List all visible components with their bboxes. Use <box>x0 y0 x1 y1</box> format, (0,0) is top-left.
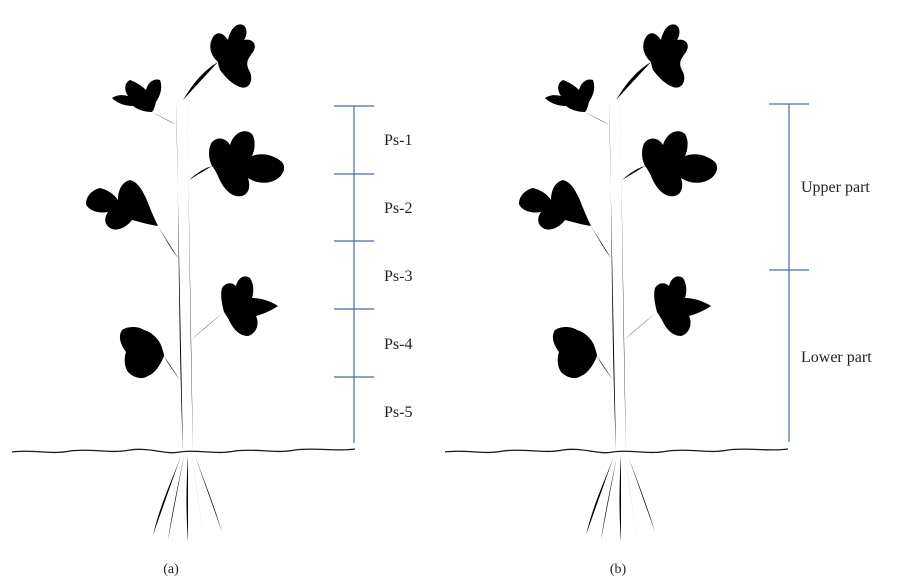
segment-label-lower-part: Lower part <box>801 349 872 366</box>
segment-label-upper-part: Upper part <box>801 179 870 196</box>
segment-label-ps-3: Ps-3 <box>384 268 412 285</box>
panel-b: Upper part Lower part (b) <box>444 23 872 577</box>
plant-drawing-b <box>444 23 789 543</box>
plant-drawing-a <box>11 23 356 543</box>
segment-scale-b <box>769 103 809 442</box>
panel-a: Ps-1 Ps-2 Ps-3 Ps-4 Ps-5 (a) <box>11 23 412 577</box>
segment-label-ps-2: Ps-2 <box>384 200 412 217</box>
segment-label-ps-4: Ps-4 <box>384 336 412 353</box>
segment-label-ps-5: Ps-5 <box>384 404 412 421</box>
segment-label-ps-1: Ps-1 <box>384 132 412 149</box>
panel-caption-a: (a) <box>163 562 179 577</box>
segment-scale-a <box>334 105 374 443</box>
panel-caption-b: (b) <box>610 562 627 577</box>
